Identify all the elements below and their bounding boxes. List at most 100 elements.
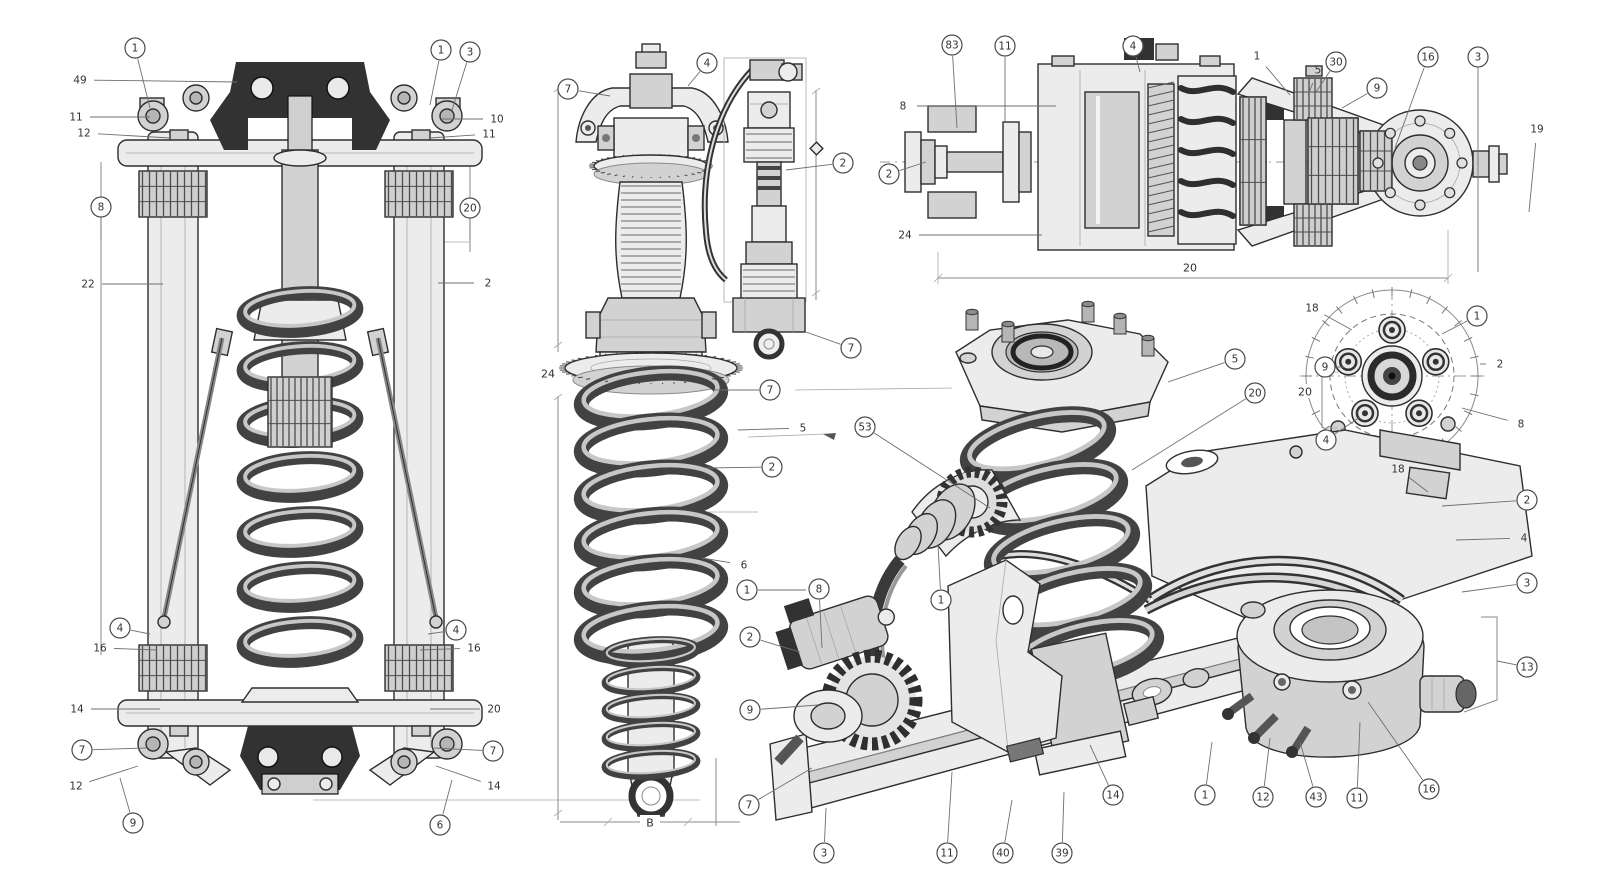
callout-number: 8 xyxy=(1518,419,1525,431)
leader-line xyxy=(1334,416,1361,435)
leader-line xyxy=(1461,584,1517,593)
callout-balloon xyxy=(1252,786,1274,808)
callout-number: 40 xyxy=(996,848,1009,860)
leader-line xyxy=(113,648,158,651)
leader-line xyxy=(1167,362,1225,383)
callout-number: 9 xyxy=(1322,362,1329,374)
callout-10: 10 xyxy=(442,114,504,126)
callout-11: 11 xyxy=(429,129,496,141)
callout-balloon xyxy=(1244,382,1266,404)
leader-line xyxy=(1461,407,1508,421)
callout-number: 7 xyxy=(848,343,855,355)
leader-line xyxy=(1131,398,1246,471)
leader-line xyxy=(1205,741,1213,785)
callout-number: 14 xyxy=(1106,790,1120,802)
leader-line xyxy=(1455,537,1511,541)
callout-53: 53 xyxy=(854,416,991,509)
cartridge-decoration xyxy=(743,133,795,292)
callout-balloon xyxy=(1315,429,1337,451)
reservoir-drum xyxy=(732,297,806,360)
leader-line xyxy=(442,779,453,815)
leader-line xyxy=(824,807,827,843)
callout-2: 2 xyxy=(1480,359,1503,371)
callout-39: 39 xyxy=(1051,791,1073,864)
callout-balloon xyxy=(813,842,835,864)
callout-number: 14 xyxy=(487,781,501,793)
callout-balloon xyxy=(759,379,781,401)
detail-decoration xyxy=(1303,287,1481,465)
leader-line xyxy=(785,163,833,171)
callout-number: 1 xyxy=(1202,790,1209,802)
callout-number: 7 xyxy=(746,800,753,812)
callout-balloon xyxy=(459,197,481,219)
callout-5: 5 xyxy=(737,423,806,435)
callout-20: 20 xyxy=(430,704,501,716)
callout-number: 1 xyxy=(438,45,445,57)
coilover-side-view xyxy=(553,43,758,827)
callout-balloon xyxy=(738,794,760,816)
callout-balloon xyxy=(854,416,876,438)
callout-number: 11 xyxy=(998,41,1011,53)
callout-number: 2 xyxy=(485,278,492,290)
callout-number: 13 xyxy=(1520,662,1533,674)
callout-balloon xyxy=(992,842,1014,864)
dimension-text: 24 xyxy=(541,368,555,381)
leader-line xyxy=(1299,741,1314,787)
banjo-fitting xyxy=(749,59,803,82)
leader-line xyxy=(873,432,991,509)
leader-line xyxy=(429,134,476,139)
tie-rod-right xyxy=(366,327,443,629)
callout-number: 24 xyxy=(898,230,912,242)
leader-line xyxy=(819,599,823,649)
leader-line xyxy=(130,629,151,635)
callout-balloon xyxy=(1466,305,1488,327)
callout-9: 9 xyxy=(1314,356,1344,378)
callout-number: 4 xyxy=(704,58,711,70)
bottom-eyelet xyxy=(628,773,674,819)
leader-line xyxy=(805,331,841,345)
callout-balloon xyxy=(1314,356,1336,378)
dimension-text: 20 xyxy=(1298,386,1312,399)
callout-8: 8 xyxy=(808,578,830,649)
callout-8: 8 xyxy=(90,196,112,240)
axle-isometric-view xyxy=(747,300,1533,821)
callout-number: 11 xyxy=(69,112,82,124)
callout-number: 4 xyxy=(453,625,460,637)
callout-number: 12 xyxy=(77,128,90,140)
callout-balloon xyxy=(1051,842,1073,864)
callout-balloon xyxy=(1194,784,1216,806)
callout-number: 1 xyxy=(938,595,945,607)
front-view xyxy=(100,62,700,801)
leader-line xyxy=(758,767,813,800)
callout-number: 16 xyxy=(93,643,107,655)
callout-number: 2 xyxy=(886,169,893,181)
callout-number: 14 xyxy=(70,704,84,716)
leader-line xyxy=(937,544,941,590)
callout-number: 5 xyxy=(1232,354,1239,366)
hose xyxy=(701,67,755,283)
cv-joint-boot xyxy=(894,466,1008,561)
leader-line xyxy=(1341,93,1368,109)
top-left-bushing xyxy=(137,84,210,132)
callout-balloon xyxy=(445,619,467,641)
callout-number: 7 xyxy=(490,746,497,758)
upright-fork xyxy=(947,559,1063,753)
axle-section-view xyxy=(880,38,1508,284)
callout-balloon xyxy=(941,34,963,56)
leader-line xyxy=(1135,56,1141,73)
callout-number: 3 xyxy=(467,47,474,59)
front-view-decoration xyxy=(138,170,454,692)
callout-number: 53 xyxy=(858,422,871,434)
leader-line xyxy=(1441,320,1468,335)
leader-line xyxy=(435,765,481,782)
leader-line xyxy=(1356,721,1361,788)
threaded-body xyxy=(615,181,687,299)
callout-number: 18 xyxy=(1305,303,1318,315)
callout-83: 83 xyxy=(941,34,963,129)
callout-13: 13 xyxy=(1496,656,1538,678)
callout-16: 16 xyxy=(93,643,158,655)
callout-balloon xyxy=(1366,77,1388,99)
leader-line xyxy=(89,765,139,783)
